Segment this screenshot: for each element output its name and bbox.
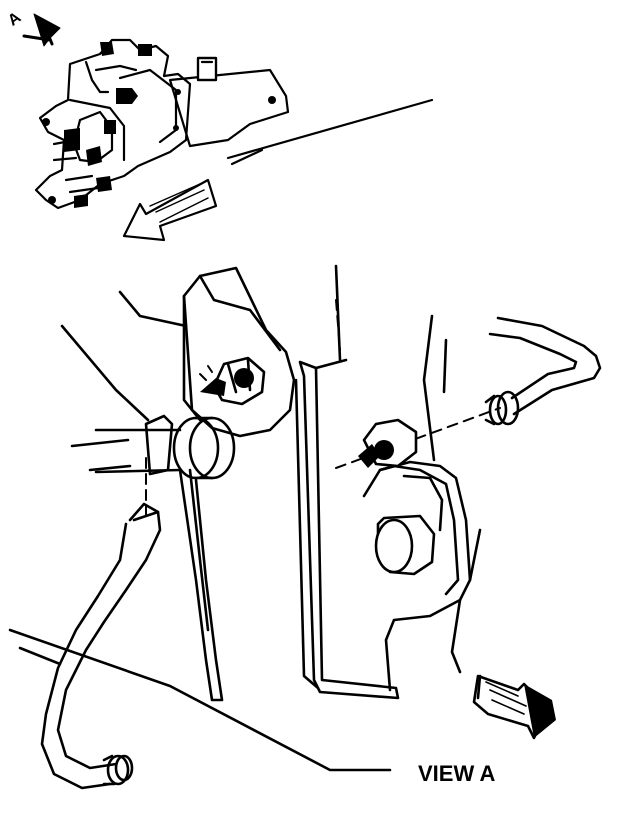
support-panel (298, 360, 400, 700)
right-pivot-nut (358, 418, 418, 468)
left-pivot-bushing (94, 414, 236, 480)
rear-panel-line (60, 324, 150, 422)
alignment-line-right (335, 407, 501, 469)
inset-plane-line (226, 98, 434, 160)
inset-forward-arrow (122, 178, 218, 242)
right-clevis (362, 460, 472, 692)
inset-plane-line (230, 148, 264, 166)
bracket-nut (199, 356, 266, 406)
inset-overview: A (5, 9, 434, 242)
forward-direction-arrow (472, 674, 556, 740)
right-frame (422, 314, 436, 462)
view-direction-arrow (22, 13, 61, 47)
view-caption: VIEW A (418, 761, 496, 786)
inset-housing-plate (168, 68, 290, 148)
left-hose (40, 502, 162, 790)
left-pedal-rod (178, 468, 224, 702)
right-hose (484, 316, 602, 426)
center-bracket-plate (182, 266, 296, 438)
view-a-detail (8, 264, 602, 790)
view-marker-label: A (5, 9, 25, 30)
floor-line (8, 628, 392, 772)
